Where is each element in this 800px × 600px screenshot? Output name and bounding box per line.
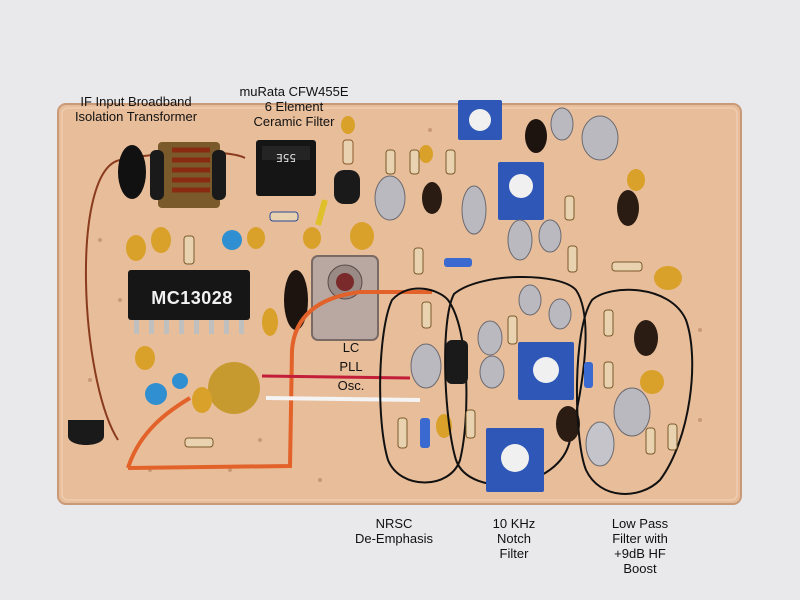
label-lowpass: Low Pass Filter with +9dB HF Boost (590, 516, 690, 576)
label-line: Isolation Transformer (74, 109, 198, 124)
nrsc-outline (379, 287, 468, 484)
label-notch: 10 KHz Notch Filter (474, 516, 554, 561)
filter-marking: 55E (276, 151, 296, 164)
label-line: Boost (623, 561, 657, 576)
chip-label: MC13028 (151, 288, 233, 308)
red-wire (261, 374, 411, 380)
label-line: 6 Element (264, 99, 324, 114)
transistor-q1 (334, 170, 360, 204)
label-line: Low Pass (611, 516, 669, 531)
label-pll: LC PLL Osc. (326, 338, 376, 395)
white-wire (265, 396, 421, 402)
lowpass-outline (576, 288, 694, 495)
label-line: PLL (339, 359, 363, 374)
label-line: NRSC (375, 516, 413, 531)
transformer-core (118, 145, 146, 199)
label-line: LC (342, 340, 360, 355)
notch-outline (444, 276, 587, 486)
orange-wire (127, 290, 432, 470)
large-ceramic-cap (208, 362, 260, 414)
label-line: muRata CFW455E (239, 84, 349, 99)
tantalum-cap (126, 235, 146, 261)
label-ceramic-filter: muRata CFW455E 6 Element Ceramic Filter (224, 84, 364, 129)
label-if-transformer: IF Input Broadband Isolation Transformer (66, 94, 206, 124)
label-line: Notch (497, 531, 531, 546)
transformer-coil (172, 147, 210, 193)
label-nrsc: NRSC De-Emphasis (344, 516, 444, 546)
label-line: Filter (499, 546, 529, 561)
electrolytic-cap (284, 270, 308, 330)
label-line: Osc. (337, 378, 365, 393)
label-line: 10 KHz (492, 516, 536, 531)
label-line: +9dB HF (614, 546, 666, 561)
transistor-q2 (68, 420, 104, 445)
label-line: Ceramic Filter (253, 114, 335, 129)
label-line: IF Input Broadband (80, 94, 192, 109)
label-line: Filter with (612, 531, 668, 546)
mc13028-chip (128, 270, 250, 320)
label-line: De-Emphasis (354, 531, 434, 546)
